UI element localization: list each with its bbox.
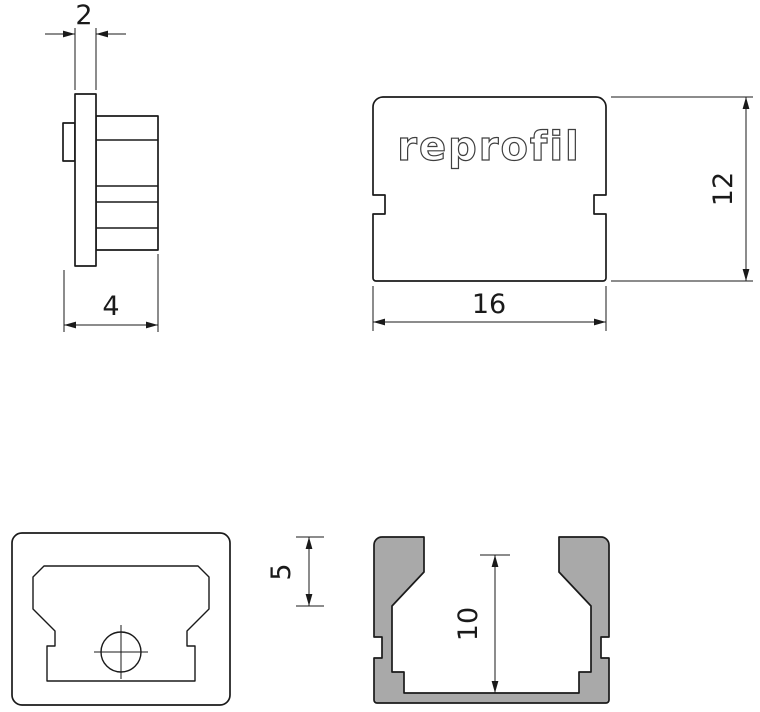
dimension-width: 16 — [372, 286, 607, 331]
cap-rear-view — [11, 532, 231, 706]
cap-rear-outline — [11, 532, 231, 706]
dim-height-label: 12 — [708, 172, 739, 206]
dim-flange-width-label: 2 — [75, 0, 92, 31]
dimension-lip-depth: 5 — [266, 536, 324, 607]
screw-hole-crosshair — [94, 625, 148, 679]
front-view: reprofil 16 12 — [372, 96, 753, 331]
cap-rear-profile-recess — [32, 565, 210, 682]
side-view-flange-outline — [74, 93, 97, 267]
dimension-total-depth: 4 — [63, 254, 159, 332]
front-view-outline — [372, 96, 607, 282]
dim-total-depth-label: 4 — [102, 291, 119, 322]
side-view: 2 4 — [45, 0, 159, 332]
dim-lip-depth-label: 5 — [266, 563, 297, 580]
side-view-step-lines — [96, 139, 158, 229]
dim-width-label: 16 — [472, 289, 506, 320]
profile-section-shape — [373, 536, 610, 704]
dim-inner-height-label: 10 — [453, 607, 484, 641]
reprofil-logo: reprofil — [397, 124, 581, 170]
side-view-boss-outline — [62, 122, 76, 162]
dimension-height: 12 — [611, 96, 753, 282]
dimension-flange-width: 2 — [45, 0, 126, 90]
dimension-inner-height: 10 — [453, 554, 510, 693]
side-view-body-outline — [95, 115, 159, 251]
profile-section-view: 5 10 — [266, 536, 610, 704]
